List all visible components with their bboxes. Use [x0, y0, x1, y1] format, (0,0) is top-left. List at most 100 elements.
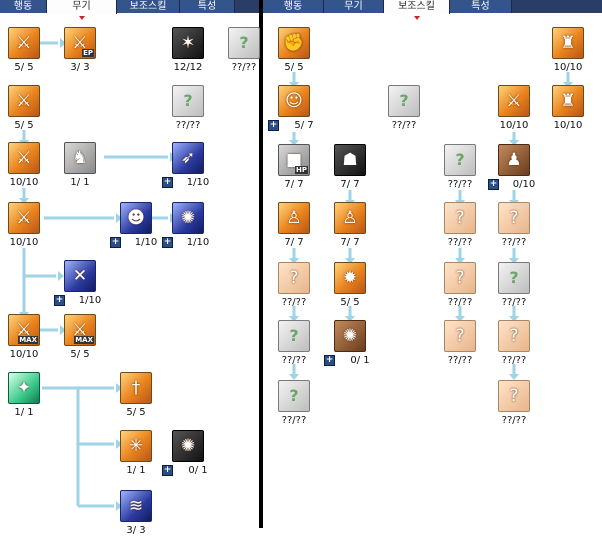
skill-icon-button[interactable]: ■HP: [278, 144, 310, 176]
skill-icon-button[interactable]: ✹: [334, 262, 366, 294]
unknown-skill-icon: ?: [455, 268, 465, 288]
skill-icon-button[interactable]: ⚔: [8, 142, 40, 174]
skill-icon-button[interactable]: ?: [444, 320, 476, 352]
skill-icon-button[interactable]: ♟: [498, 144, 530, 176]
tab-support-left[interactable]: 보조스킬: [117, 0, 180, 13]
skill-level-label: ??/??: [281, 297, 307, 308]
skill-icon-button[interactable]: ☺: [278, 85, 310, 117]
level-up-plus-button[interactable]: +: [324, 355, 335, 366]
skill-icon-button[interactable]: ☻: [120, 202, 152, 234]
tab-trait-right[interactable]: 특성: [450, 0, 512, 13]
skill-level-label: 5/ 5: [284, 62, 304, 73]
level-up-plus-button[interactable]: +: [268, 120, 279, 131]
boot-icon: ♜: [560, 33, 576, 53]
skill-icon-button[interactable]: ✶: [172, 27, 204, 59]
skill-level-label: ??/??: [447, 297, 473, 308]
level-up-plus-button[interactable]: +: [162, 237, 173, 248]
skill-level-label: 5/ 5: [70, 349, 90, 360]
unknown-skill-icon: ?: [509, 268, 519, 287]
skill-icon-button[interactable]: ♙: [334, 202, 366, 234]
mask-icon: ☻: [127, 208, 145, 228]
skill-icon-button[interactable]: ⚔: [8, 85, 40, 117]
skill-icon-button[interactable]: ?: [444, 144, 476, 176]
skill-level-label: 12/12: [173, 62, 203, 73]
skill-icon-button[interactable]: ?: [388, 85, 420, 117]
skill-icon-button[interactable]: ⚔: [8, 202, 40, 234]
skill-icon-button[interactable]: ✕: [64, 260, 96, 292]
skill-icon-button[interactable]: ?: [278, 380, 310, 412]
unknown-skill-icon: ?: [399, 91, 409, 110]
skill-icon-button[interactable]: ?: [228, 27, 260, 59]
skill-icon-button[interactable]: ⚔: [8, 27, 40, 59]
skill-level-label: 1/10: [186, 237, 210, 248]
explosion-icon: ✹: [342, 268, 358, 288]
skill-level-label: 5/ 5: [126, 407, 146, 418]
level-up-plus-button[interactable]: +: [162, 177, 173, 188]
skill-icon-button[interactable]: ≋: [120, 490, 152, 522]
skill-level-label: ??/??: [501, 297, 527, 308]
skill-icon-button[interactable]: ?: [444, 202, 476, 234]
skill-icon-button[interactable]: ⚔MAX: [8, 314, 40, 346]
skill-level-label: 3/ 3: [126, 525, 146, 536]
skill-icon-button[interactable]: ✊: [278, 27, 310, 59]
skill-icon-button[interactable]: ✺: [172, 430, 204, 462]
skill-icon-button[interactable]: †: [120, 372, 152, 404]
skill-level-label: 10/10: [9, 177, 39, 188]
unknown-skill-icon: ?: [239, 33, 249, 52]
brown-figure-icon: ♟: [506, 150, 522, 170]
level-up-plus-button[interactable]: +: [488, 179, 499, 190]
skill-level-label: 10/10: [499, 120, 529, 131]
skill-icon-button[interactable]: ✺: [334, 320, 366, 352]
skill-icon-button[interactable]: ✳: [120, 430, 152, 462]
active-tab-arrow-icon: [78, 16, 85, 20]
skill-level-label: 0/ 1: [350, 355, 370, 366]
tab-action-right[interactable]: 행동: [263, 0, 324, 13]
unknown-skill-icon: ?: [509, 208, 519, 228]
tab-weapon-left[interactable]: 무기: [47, 0, 117, 20]
skill-icon-button[interactable]: ♜: [552, 85, 584, 117]
skill-level-label: 7/ 7: [284, 179, 304, 190]
skill-icon-button[interactable]: ⚔MAX: [64, 314, 96, 346]
crossed-swords-icon: ⚔: [16, 91, 32, 111]
skill-icon-button[interactable]: ✺: [172, 202, 204, 234]
skill-icon-button[interactable]: ?: [172, 85, 204, 117]
skill-level-label: 1/10: [78, 295, 102, 306]
skill-level-label: ??/??: [447, 179, 473, 190]
level-up-plus-button[interactable]: +: [110, 237, 121, 248]
skill-icon-button[interactable]: ♞: [64, 142, 96, 174]
skill-level-label: 0/10: [512, 179, 536, 190]
level-up-plus-button[interactable]: +: [54, 295, 65, 306]
skill-level-label: 0/ 1: [188, 465, 208, 476]
tab-trait-left[interactable]: 특성: [180, 0, 235, 13]
skill-icon-button[interactable]: ♜: [552, 27, 584, 59]
skill-icon-button[interactable]: ?: [498, 320, 530, 352]
level-up-plus-button[interactable]: +: [162, 465, 173, 476]
skill-icon-button[interactable]: ✦: [8, 372, 40, 404]
dark-slash-icon: ✶: [180, 33, 196, 53]
skill-icon-button[interactable]: ?: [278, 262, 310, 294]
skill-icon-button[interactable]: ⚔EP: [64, 27, 96, 59]
skill-icon-button[interactable]: ?: [444, 262, 476, 294]
tab-weapon-right[interactable]: 무기: [324, 0, 384, 13]
skill-icon-button[interactable]: ⚔: [498, 85, 530, 117]
skill-icon-button[interactable]: ?: [498, 202, 530, 234]
swords-max-icon: ⚔: [16, 320, 32, 340]
skill-icon-button[interactable]: ☗: [334, 144, 366, 176]
boot-stars-icon: ♜: [560, 91, 576, 111]
skill-icon-button[interactable]: ?: [278, 320, 310, 352]
right-tab-bar: 행동 무기 보조스킬 특성: [263, 0, 602, 20]
skill-icon-button[interactable]: ➶: [172, 142, 204, 174]
skill-icon-button[interactable]: ?: [498, 262, 530, 294]
skill-level-label: ??/??: [501, 415, 527, 426]
tab-support-right[interactable]: 보조스킬: [384, 0, 450, 20]
skill-level-label: 5/ 5: [340, 297, 360, 308]
skill-icon-button[interactable]: ?: [498, 380, 530, 412]
skill-level-label: 7/ 7: [340, 179, 360, 190]
skill-level-label: 7/ 7: [340, 237, 360, 248]
skill-badge: HP: [295, 166, 308, 174]
skill-icon-button[interactable]: ♙: [278, 202, 310, 234]
standing-figure-icon: ♙: [286, 208, 302, 228]
skill-level-label: 10/10: [553, 62, 583, 73]
tab-action-left[interactable]: 행동: [0, 0, 47, 13]
skill-level-label: 1/ 1: [70, 177, 90, 188]
